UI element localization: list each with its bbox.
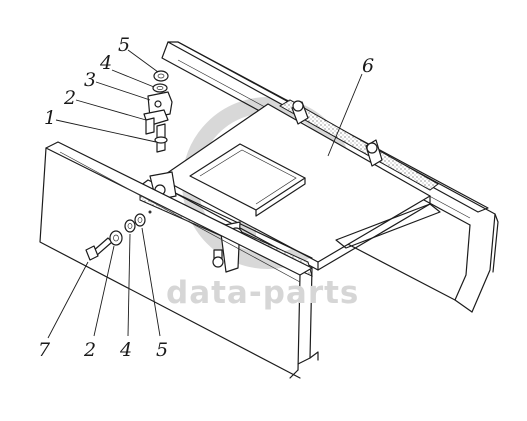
clamp-rear-right <box>365 139 383 167</box>
callout-6: 6 <box>362 55 374 77</box>
clamp-rear-left <box>291 100 309 125</box>
dot-marker <box>148 210 152 214</box>
part-5-nut-top <box>153 70 169 82</box>
watermark-text: data-parts <box>166 275 359 311</box>
part-4-washer-top <box>152 83 168 93</box>
part-4-washer-bottom <box>124 219 136 233</box>
callout-3-top: 3 <box>84 69 96 91</box>
part-1-bolt-top <box>154 123 168 153</box>
front-frame-rail <box>39 141 319 379</box>
callout-5-top: 5 <box>118 34 130 56</box>
callout-5-bottom: 5 <box>156 339 168 361</box>
callout-4-top: 4 <box>99 52 112 74</box>
part-7-bolt-bottom <box>85 237 113 261</box>
callout-4-bottom: 4 <box>119 339 132 361</box>
callout-2-bottom: 2 <box>83 339 96 361</box>
callout-2-top: 2 <box>63 87 76 109</box>
rear-angle-strip <box>279 99 439 191</box>
part-5-nut-bottom <box>134 213 146 227</box>
callout-1-top: 1 <box>44 107 56 129</box>
callout-7-bottom: 7 <box>38 339 51 361</box>
part-2-clamp-plate-top <box>143 109 169 135</box>
part-2-washer-bottom <box>109 230 123 246</box>
leader-lines <box>47 49 363 339</box>
